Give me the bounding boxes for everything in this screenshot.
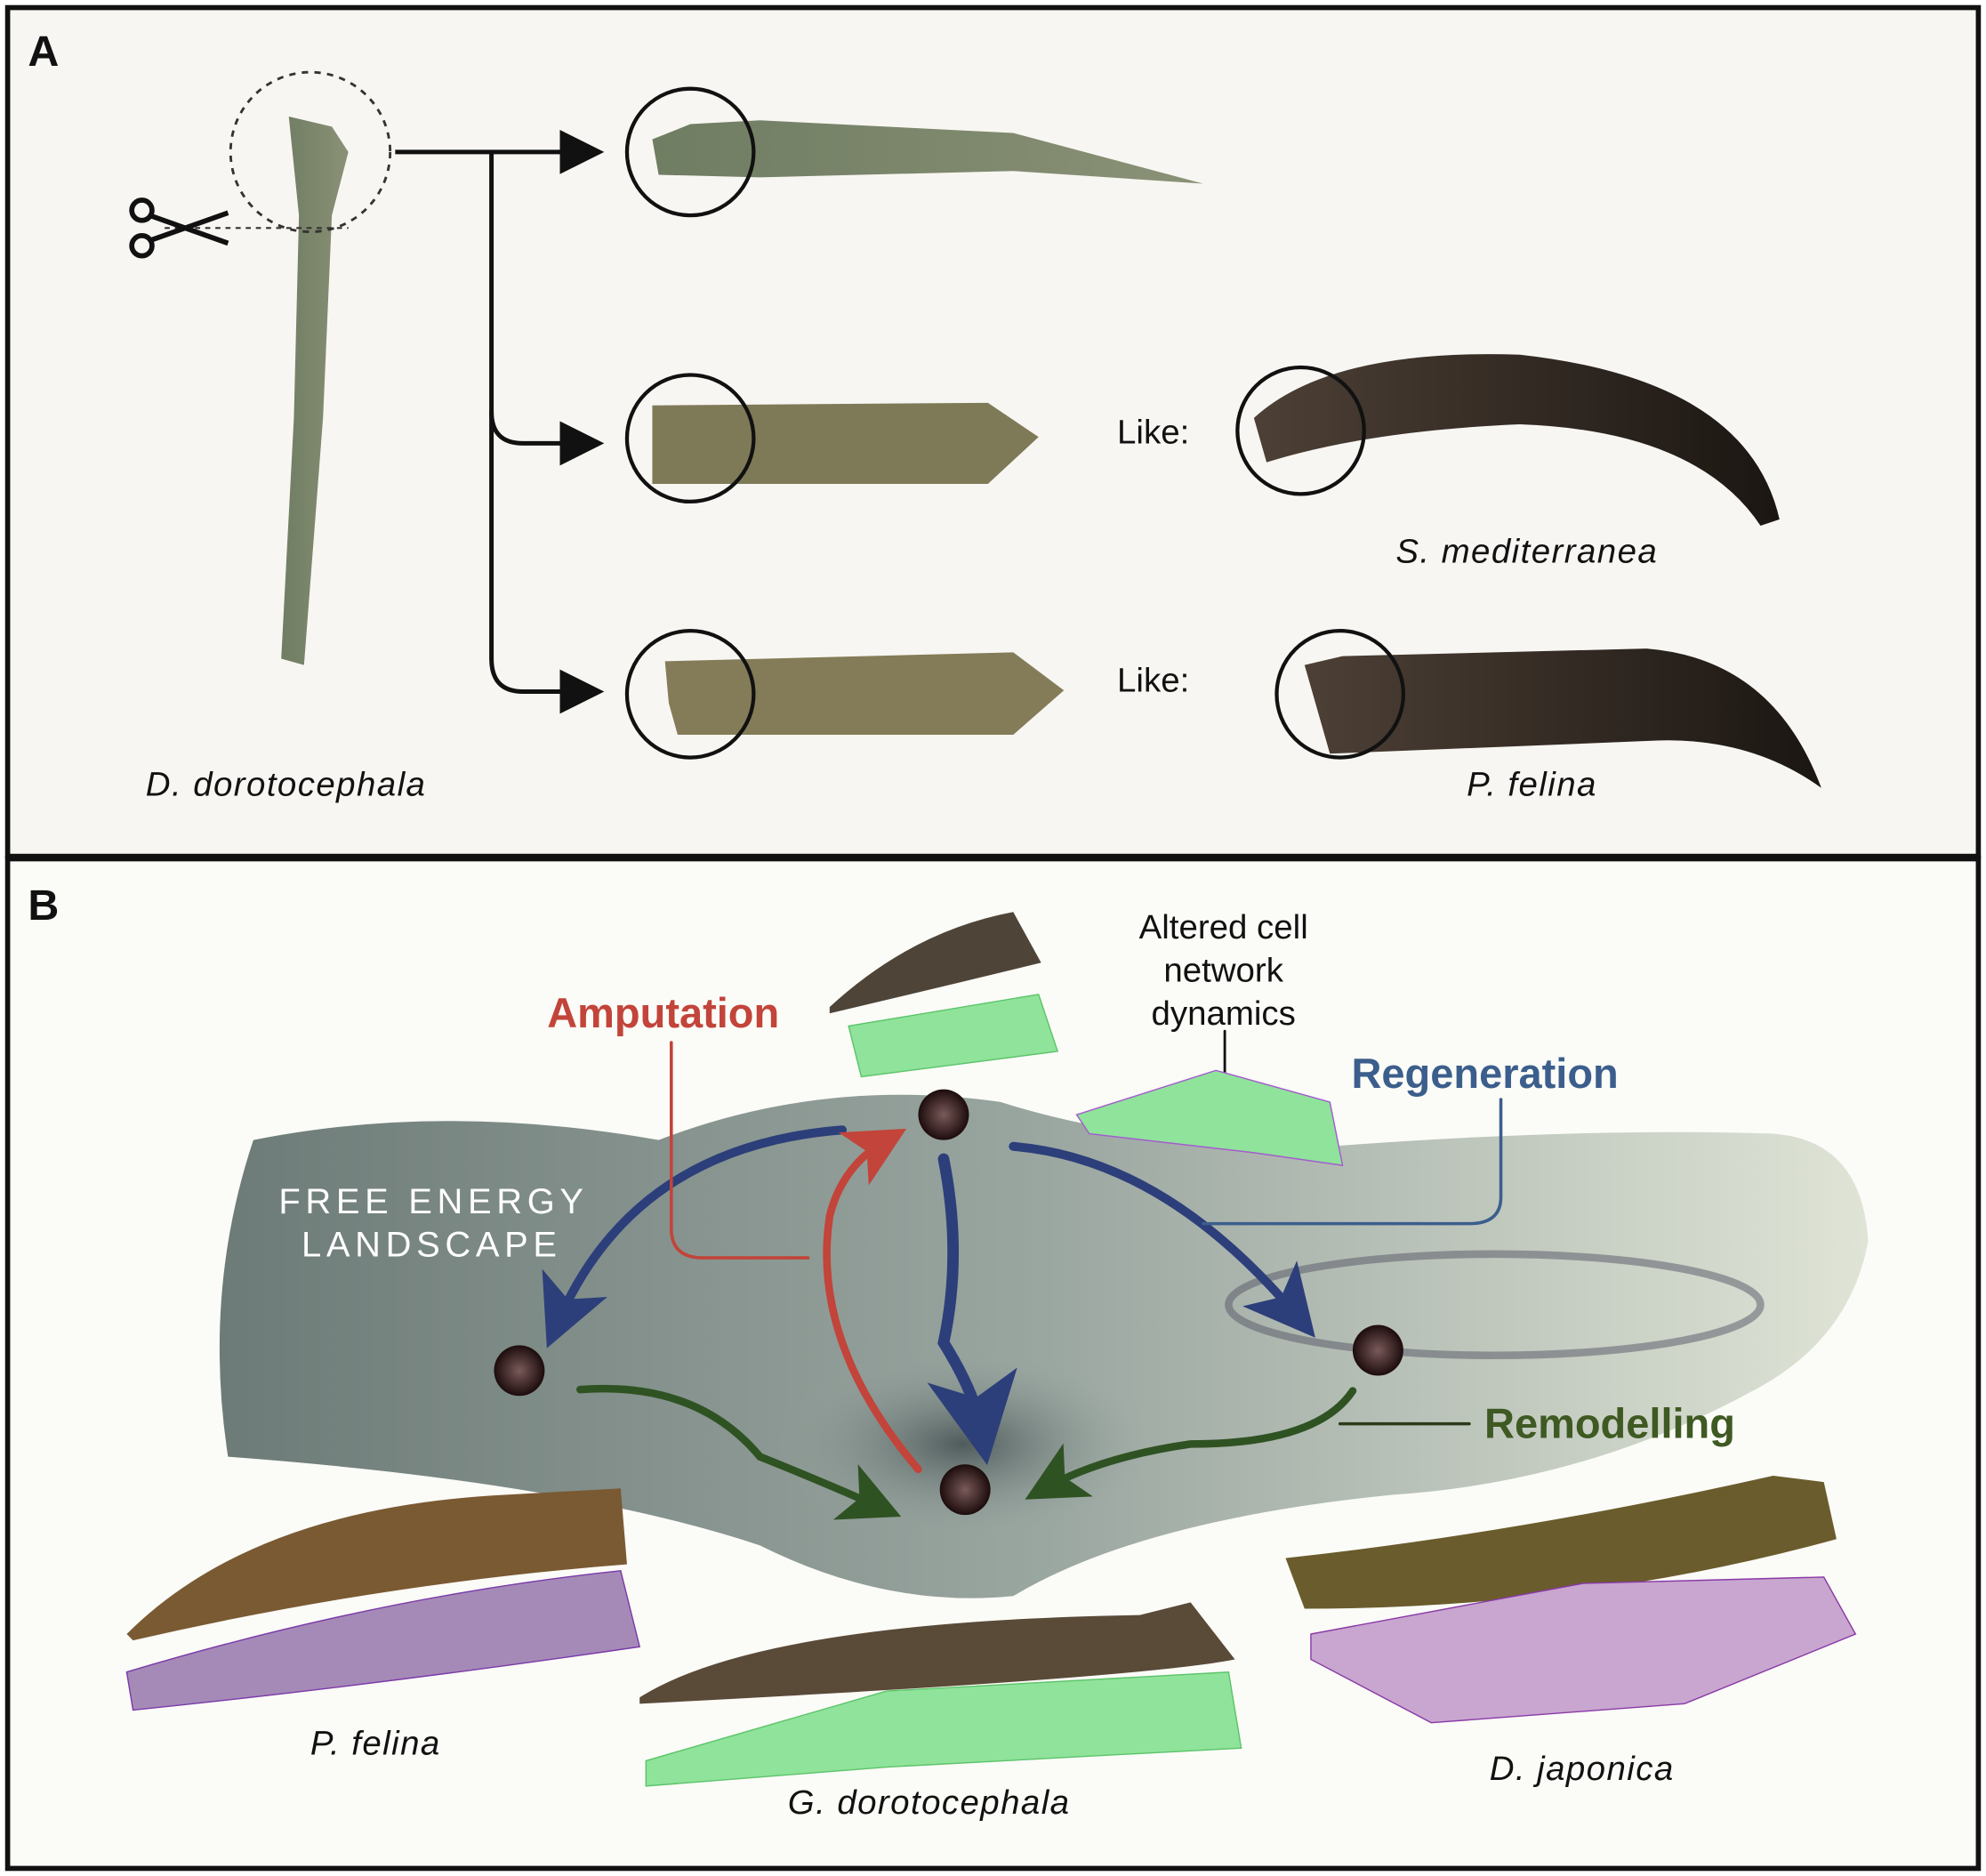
p-felina-network <box>125 1570 641 1711</box>
panel-a: A D. dorotocephala Like: Like: S. medite… <box>4 4 1982 859</box>
source-species-label: D. dorotocephala <box>146 765 427 803</box>
remodelling-label: Remodelling <box>1484 1399 1735 1446</box>
regeneration-arrow-left <box>542 1125 848 1349</box>
regeneration-label: Regeneration <box>1352 1050 1619 1097</box>
scissors-icon <box>129 197 229 259</box>
species-label-p-felina: P. felina <box>310 1724 441 1762</box>
panel-b-label: B <box>28 882 59 930</box>
regeneration-arrow-down <box>927 1153 1017 1466</box>
altered-label-2: network <box>1163 952 1283 990</box>
d-japonica-network <box>1310 1576 1857 1724</box>
cell-network-top <box>848 994 1059 1078</box>
species-label-1: S. mediterranea <box>1395 532 1658 570</box>
species-label-g-dorotocephala: G. dorotocephala <box>788 1783 1071 1822</box>
altered-cell-network <box>1075 1069 1344 1166</box>
g-dorotocephala-network <box>645 1671 1242 1787</box>
like-label-1: Like: <box>1117 413 1189 451</box>
panel-b: B FREE ENERGY LANDSCAPE Amputation A <box>4 856 1982 1872</box>
like-label-2: Like: <box>1117 662 1189 700</box>
remodelling-arrow-right <box>1025 1387 1357 1500</box>
landscape-label-1: FREE ENERGY <box>278 1182 588 1221</box>
d-japonica-worm <box>1285 1476 1837 1609</box>
amputation-arrow <box>823 1128 922 1474</box>
p-felina-worm-b <box>126 1488 627 1641</box>
state-balls <box>494 1089 1403 1516</box>
regeneration-leader <box>1202 1098 1503 1226</box>
remodelling-arrow-left <box>575 1384 902 1520</box>
source-worm <box>281 117 349 665</box>
regeneration-arrow-right <box>1009 1141 1315 1338</box>
species-label-d-japonica: D. japonica <box>1490 1750 1675 1788</box>
landscape-label-2: LANDSCAPE <box>302 1226 562 1265</box>
regenerated-worm-2 <box>652 402 1039 484</box>
amputated-worm <box>829 912 1041 1014</box>
panel-a-label: A <box>28 28 59 76</box>
s-mediterranea-worm <box>1253 354 1780 526</box>
arrow-right-icon <box>395 129 605 714</box>
altered-label-3: dynamics <box>1151 994 1295 1033</box>
amputation-label: Amputation <box>547 989 779 1036</box>
species-label-2: P. felina <box>1467 765 1597 803</box>
g-dorotocephala-worm <box>639 1602 1235 1704</box>
head-region-circle <box>229 70 392 234</box>
regenerated-worm-3 <box>664 652 1065 735</box>
p-felina-worm <box>1304 648 1821 788</box>
regenerated-worm-1 <box>652 120 1203 184</box>
amputation-leader <box>670 1041 810 1260</box>
altered-label-1: Altered cell <box>1139 908 1308 946</box>
